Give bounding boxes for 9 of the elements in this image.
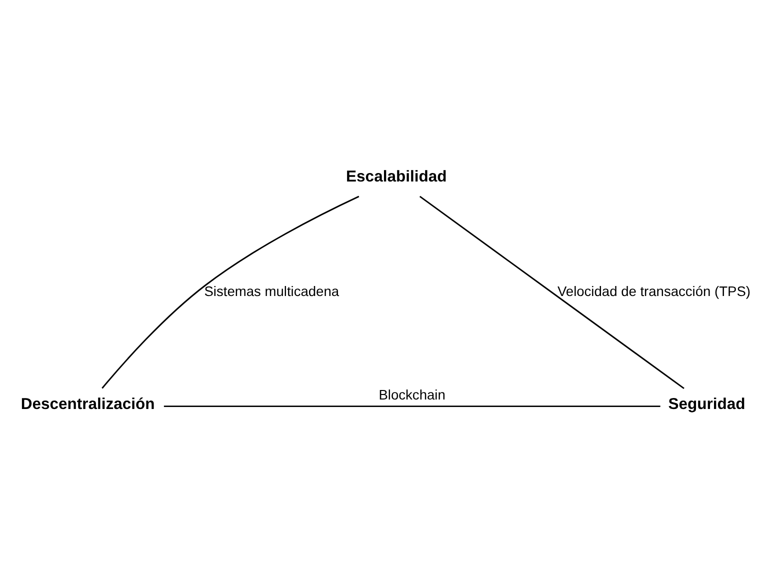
edge-label: Velocidad de transacción (TPS): [557, 284, 751, 300]
node-text: Escalabilidad: [346, 168, 447, 186]
connector: [419, 196, 684, 390]
edge-label: Blockchain: [378, 388, 446, 403]
node-text: Descentralización: [20, 396, 155, 414]
connector: [102, 196, 360, 389]
node-text: Seguridad: [668, 396, 746, 414]
edge-label: Sistemas multicadena: [204, 284, 340, 300]
connector: [164, 406, 660, 408]
